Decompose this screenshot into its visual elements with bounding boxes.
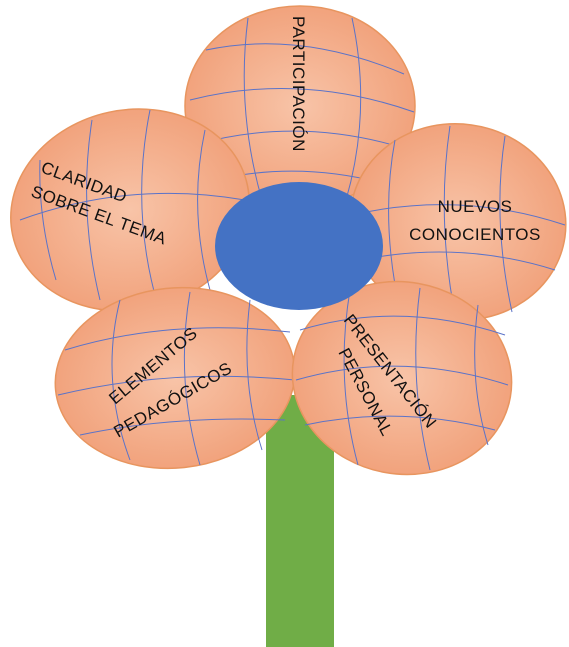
- label-nuevos-conocientos: NUEVOS CONOCIENTOS: [409, 197, 541, 244]
- petal-bottom-right: [291, 280, 513, 476]
- petal-top: [184, 5, 416, 207]
- label-conocientos: CONOCIENTOS: [409, 225, 541, 244]
- label-nuevos: NUEVOS: [438, 197, 513, 216]
- flower-center: [215, 182, 383, 310]
- label-participacion: PARTICIPACIÓN: [289, 16, 308, 152]
